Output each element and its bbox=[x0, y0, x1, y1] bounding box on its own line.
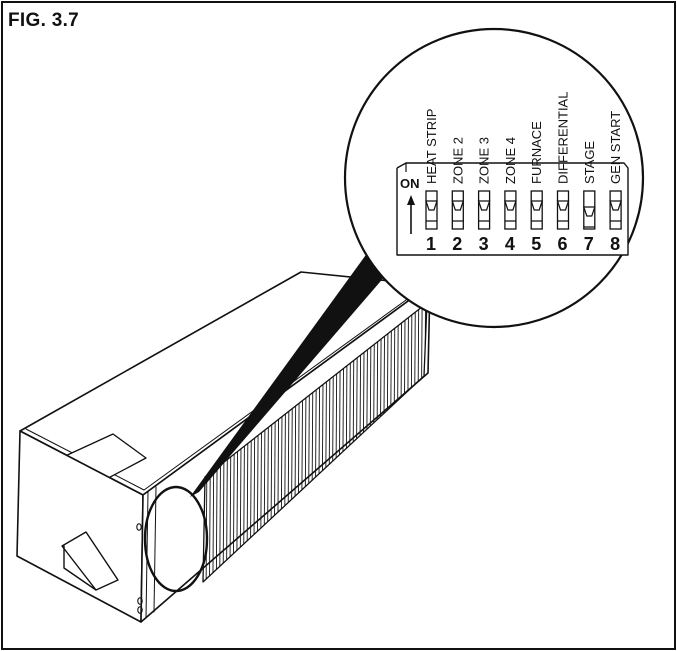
dip-switch-3: ZONE 3 3 bbox=[477, 137, 492, 254]
switch-toggle bbox=[504, 200, 517, 222]
switch-number: 2 bbox=[452, 234, 462, 254]
switch-toggle bbox=[609, 200, 622, 222]
screw-icon bbox=[136, 523, 142, 531]
switch-toggle bbox=[451, 200, 465, 222]
dip-switches: HEAT STRIP 1 ZONE 2 2 ZONE 3 3 ZONE 4 4 FURNACE 5… bbox=[424, 92, 623, 254]
dip-switch-5: FURNACE 5 bbox=[529, 121, 544, 254]
switch-number: 6 bbox=[558, 234, 568, 254]
dip-switch-7: STAGE 7 bbox=[582, 141, 597, 254]
switch-number: 7 bbox=[584, 234, 594, 254]
switch-label: ZONE 3 bbox=[477, 137, 492, 184]
switch-number: 3 bbox=[479, 234, 489, 254]
switch-number: 5 bbox=[531, 234, 541, 254]
hvac-unit bbox=[16, 271, 431, 623]
switch-toggle bbox=[582, 206, 596, 228]
switch-slot bbox=[583, 190, 596, 230]
callout-leader bbox=[190, 252, 392, 497]
dip-switch-6: DIFFERENTIAL 6 bbox=[556, 92, 571, 254]
switch-label: ZONE 2 bbox=[450, 137, 465, 184]
dip-switch-2: ZONE 2 2 bbox=[450, 137, 465, 254]
dip-switch-8: GEN START 8 bbox=[608, 111, 623, 254]
front-louver-opening bbox=[61, 531, 119, 591]
switch-toggle bbox=[556, 200, 570, 222]
screw-icon bbox=[137, 606, 143, 614]
switch-number: 4 bbox=[505, 234, 515, 254]
switch-number: 1 bbox=[426, 234, 436, 254]
dip-switch-4: ZONE 4 4 bbox=[503, 137, 518, 254]
on-arrow-icon bbox=[407, 195, 415, 234]
switch-label: DIFFERENTIAL bbox=[556, 92, 571, 184]
figure-title: FIG. 3.7 bbox=[8, 10, 80, 31]
callout-circle bbox=[143, 485, 209, 593]
switch-toggle bbox=[530, 200, 544, 222]
dip-switch-1: HEAT STRIP 1 bbox=[424, 109, 439, 254]
on-label: ON bbox=[400, 176, 420, 191]
switch-label: STAGE bbox=[582, 141, 597, 184]
switch-toggle bbox=[425, 200, 438, 222]
switch-label: FURNACE bbox=[529, 121, 544, 184]
switch-label: HEAT STRIP bbox=[424, 109, 439, 184]
switch-toggle bbox=[477, 200, 491, 222]
switch-number: 8 bbox=[610, 234, 620, 254]
switch-label: GEN START bbox=[608, 111, 623, 184]
switch-label: ZONE 4 bbox=[503, 137, 518, 184]
screw-icon bbox=[137, 597, 143, 605]
